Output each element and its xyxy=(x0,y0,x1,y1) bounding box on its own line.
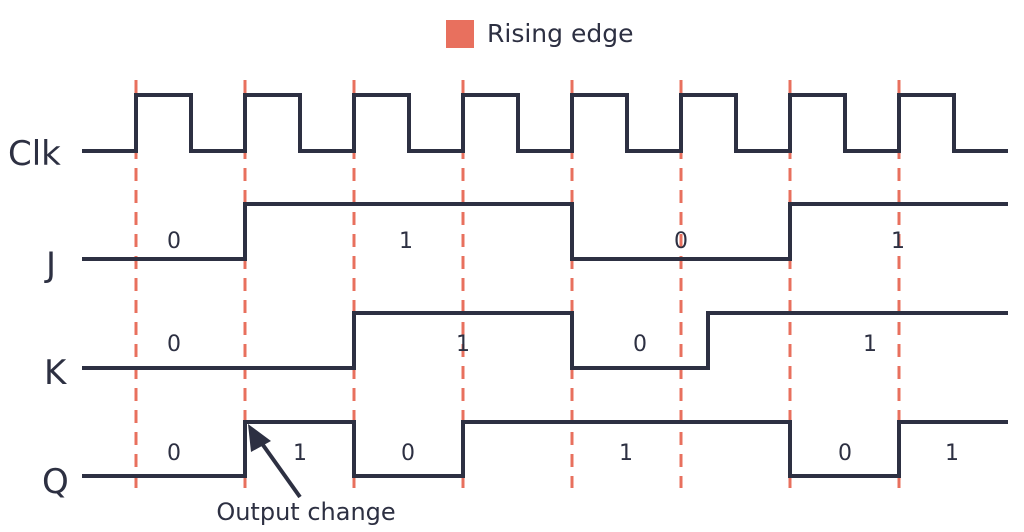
q-value-label: 0 xyxy=(401,441,415,466)
k-value-label: 1 xyxy=(456,332,470,357)
j-waveform xyxy=(82,202,1008,261)
j-value-label: 1 xyxy=(891,229,905,254)
j-value-label: 0 xyxy=(674,229,688,254)
k-waveform xyxy=(82,311,1008,370)
j-value-label: 0 xyxy=(167,229,181,254)
j-value-label: 1 xyxy=(399,229,413,254)
signal-label-clk: Clk xyxy=(8,134,61,174)
q-value-label: 0 xyxy=(838,441,852,466)
signal-label-q: Q xyxy=(42,462,69,502)
output-change-arrow xyxy=(248,424,302,499)
signal-label-k: K xyxy=(44,353,68,393)
output-change-annotation: Output change xyxy=(216,498,395,526)
k-value-label: 1 xyxy=(863,332,877,357)
q-value-label: 0 xyxy=(167,441,181,466)
clk-waveform xyxy=(82,93,1008,153)
q-value-label: 1 xyxy=(619,441,633,466)
signal-label-j: J xyxy=(44,245,56,285)
k-value-label: 0 xyxy=(167,332,181,357)
legend-label: Rising edge xyxy=(487,19,633,48)
legend-swatch xyxy=(446,20,474,48)
q-value-label: 1 xyxy=(945,441,959,466)
q-waveform xyxy=(82,420,1008,478)
q-value-label: 1 xyxy=(293,441,307,466)
k-value-label: 0 xyxy=(633,332,647,357)
